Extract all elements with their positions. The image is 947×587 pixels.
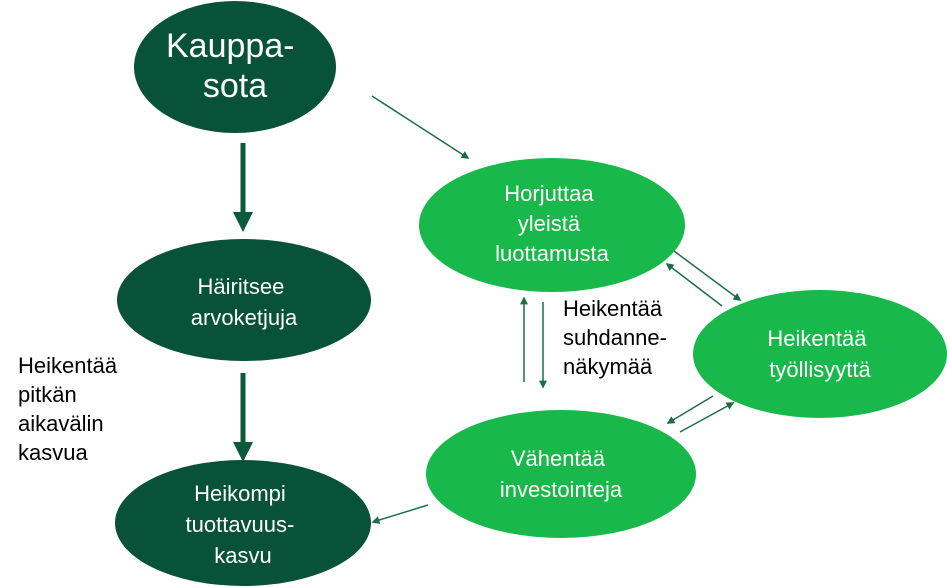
arrow-tyollisyys-to-investoinnit (666, 395, 714, 424)
node-heikompi-line-1: Heikompi (194, 481, 286, 506)
node-investoinnit-shape (426, 410, 696, 538)
node-heikompi-line-2: tuottavuus- (186, 512, 295, 537)
node-hairitsee-label: Häiritsee arvoketjuja (191, 274, 298, 330)
label-pitkan-line-3: aikavälin (18, 411, 104, 436)
node-investoinnit: Vähentää investointeja (426, 410, 696, 538)
node-horjuttaa-line-1: Horjuttaa (504, 181, 594, 206)
node-horjuttaa: Horjuttaa yleistä luottamusta (419, 158, 685, 292)
arrows (233, 95, 742, 524)
label-pitkan-line-2: pitkän (18, 382, 77, 407)
node-horjuttaa-line-2: yleistä (518, 211, 581, 236)
node-hairitsee-line-1: Häiritsee (198, 274, 285, 299)
node-kauppasota: Kauppa- sota (134, 1, 336, 133)
node-tyollisyys-line-2: työllisyyttä (769, 357, 871, 382)
node-investoinnit-label: Vähentää investointeja (500, 446, 623, 502)
node-heikompi-line-3: kasvu (214, 543, 271, 568)
node-heikompi: Heikompi tuottavuus- kasvu (115, 460, 371, 586)
label-pitkan-line-1: Heikentää (18, 353, 118, 378)
arrow-horjuttaa-to-tyollisyys (673, 250, 742, 301)
arrow-tyollisyys-to-horjuttaa (665, 263, 723, 307)
node-investoinnit-line-1: Vähentää (511, 446, 606, 471)
node-horjuttaa-line-3: luottamusta (495, 241, 609, 266)
node-tyollisyys-shape (693, 290, 947, 418)
node-tyollisyys: Heikentää työllisyyttä (693, 290, 947, 418)
arrow-kauppasota-to-horjuttaa (371, 95, 470, 159)
label-pitkan-line-4: kasvua (18, 440, 88, 465)
arrow-investoinnit-to-heikompi (371, 504, 429, 524)
node-kauppasota-label: Kauppa- sota (166, 27, 304, 105)
node-horjuttaa-label: Horjuttaa yleistä luottamusta (495, 181, 609, 266)
label-suhdanne-line-3: näkymää (563, 354, 653, 379)
label-suhdanne-line-2: suhdanne- (563, 325, 667, 350)
label-suhdanne: Heikentää suhdanne- näkymää (563, 296, 673, 379)
node-kauppasota-line-1: Kauppa- (166, 27, 295, 65)
label-suhdanne-line-1: Heikentää (563, 296, 663, 321)
label-pitkan-aikavalin: Heikentää pitkän aikavälin kasvua (18, 353, 123, 465)
arrow-investoinnit-to-tyollisyys (679, 402, 735, 433)
node-hairitsee-shape (117, 239, 371, 361)
node-investoinnit-line-2: investointeja (500, 477, 623, 502)
node-kauppasota-line-2: sota (203, 67, 267, 105)
node-kauppasota-shape (134, 1, 336, 133)
node-heikompi-shape (115, 460, 371, 586)
node-heikompi-label: Heikompi tuottavuus- kasvu (186, 481, 301, 568)
node-tyollisyys-line-1: Heikentää (767, 326, 867, 351)
node-tyollisyys-label: Heikentää työllisyyttä (767, 326, 872, 382)
node-hairitsee-line-2: arvoketjuja (191, 305, 298, 330)
node-hairitsee: Häiritsee arvoketjuja (117, 239, 371, 361)
node-horjuttaa-shape (419, 158, 685, 292)
